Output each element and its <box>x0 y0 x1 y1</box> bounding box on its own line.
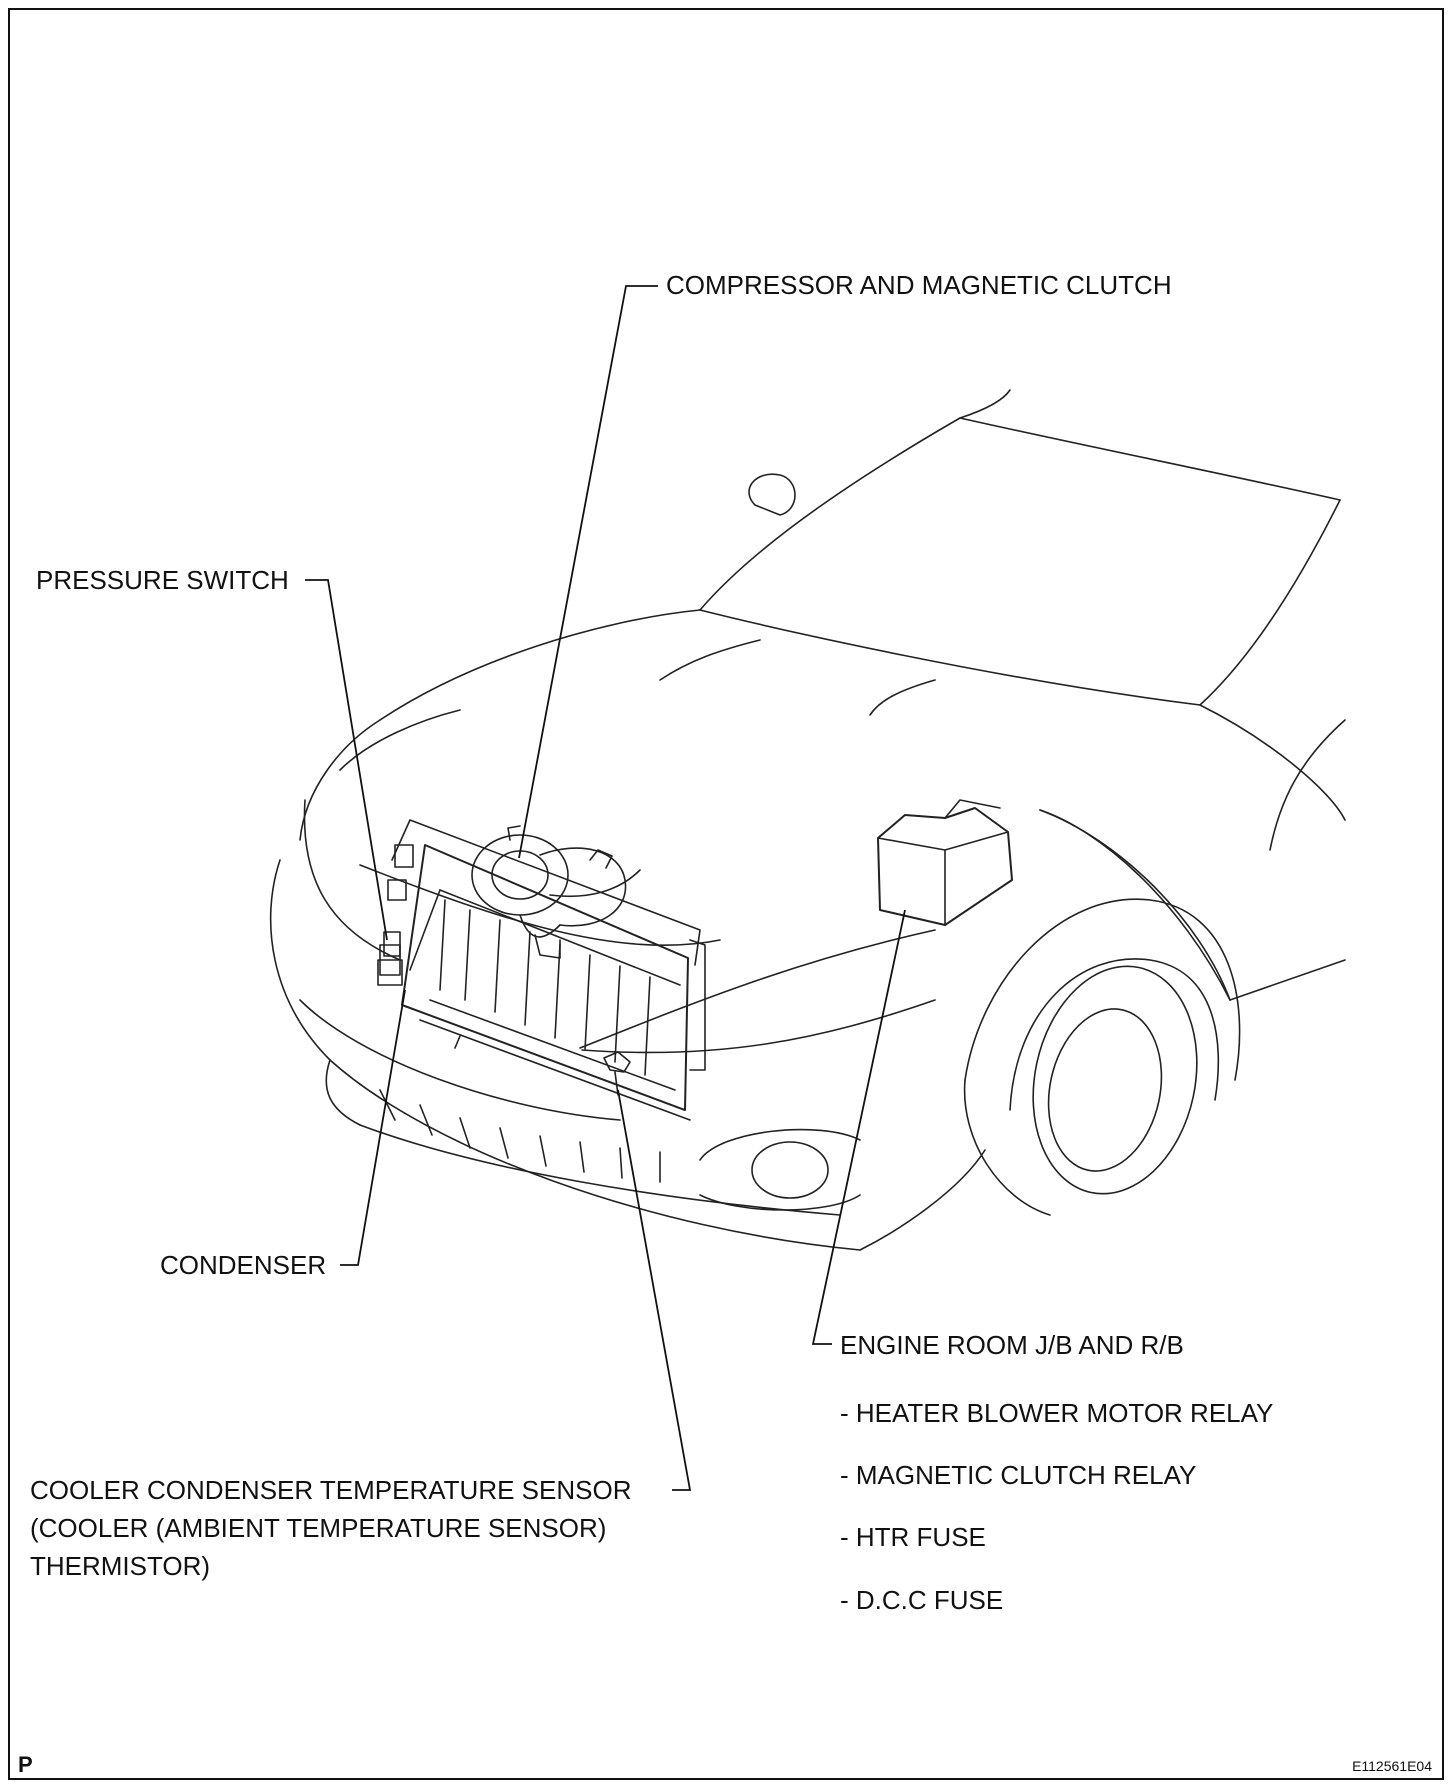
compressor-illustration <box>471 825 641 959</box>
jb-item-dcc-fuse: - D.C.C FUSE <box>840 1585 1004 1615</box>
leader-line-temperature-sensor <box>617 1089 692 1491</box>
hood-crease-line <box>579 929 936 1049</box>
corner-mark: P <box>18 1752 33 1777</box>
figure-code: E112561E04 <box>1352 1758 1432 1774</box>
sensor-label-line3: THERMISTOR) <box>30 1551 211 1581</box>
pressure-switch-label: PRESSURE SWITCH <box>36 565 289 595</box>
leader-line-compressor <box>518 285 658 859</box>
hood-edge-line <box>359 864 721 946</box>
jb-item-magnetic-clutch-relay: - MAGNETIC CLUTCH RELAY <box>840 1460 1197 1490</box>
junction-block-illustration <box>877 799 1013 926</box>
car-body-outline <box>269 389 1346 1251</box>
compressor-label: COMPRESSOR AND MAGNETIC CLUTCH <box>666 270 1172 300</box>
jb-item-heater-blower-relay: - HEATER BLOWER MOTOR RELAY <box>840 1398 1274 1428</box>
condenser-label: CONDENSER <box>160 1250 327 1280</box>
leader-line-condenser <box>340 989 406 1266</box>
sensor-label-line2: (COOLER (AMBIENT TEMPERATURE SENSOR) <box>30 1513 607 1543</box>
sensor-label-line1: COOLER CONDENSER TEMPERATURE SENSOR <box>30 1475 632 1505</box>
junction-block-label: ENGINE ROOM J/B AND R/B <box>840 1330 1184 1360</box>
diagram-frame <box>8 8 1444 1780</box>
jb-item-htr-fuse: - HTR FUSE <box>840 1522 986 1552</box>
pressure-switch-illustration <box>377 931 403 986</box>
condenser-illustration <box>379 819 706 1121</box>
leader-line-junction-block <box>811 909 906 1345</box>
leader-line-pressure-switch <box>305 579 388 941</box>
